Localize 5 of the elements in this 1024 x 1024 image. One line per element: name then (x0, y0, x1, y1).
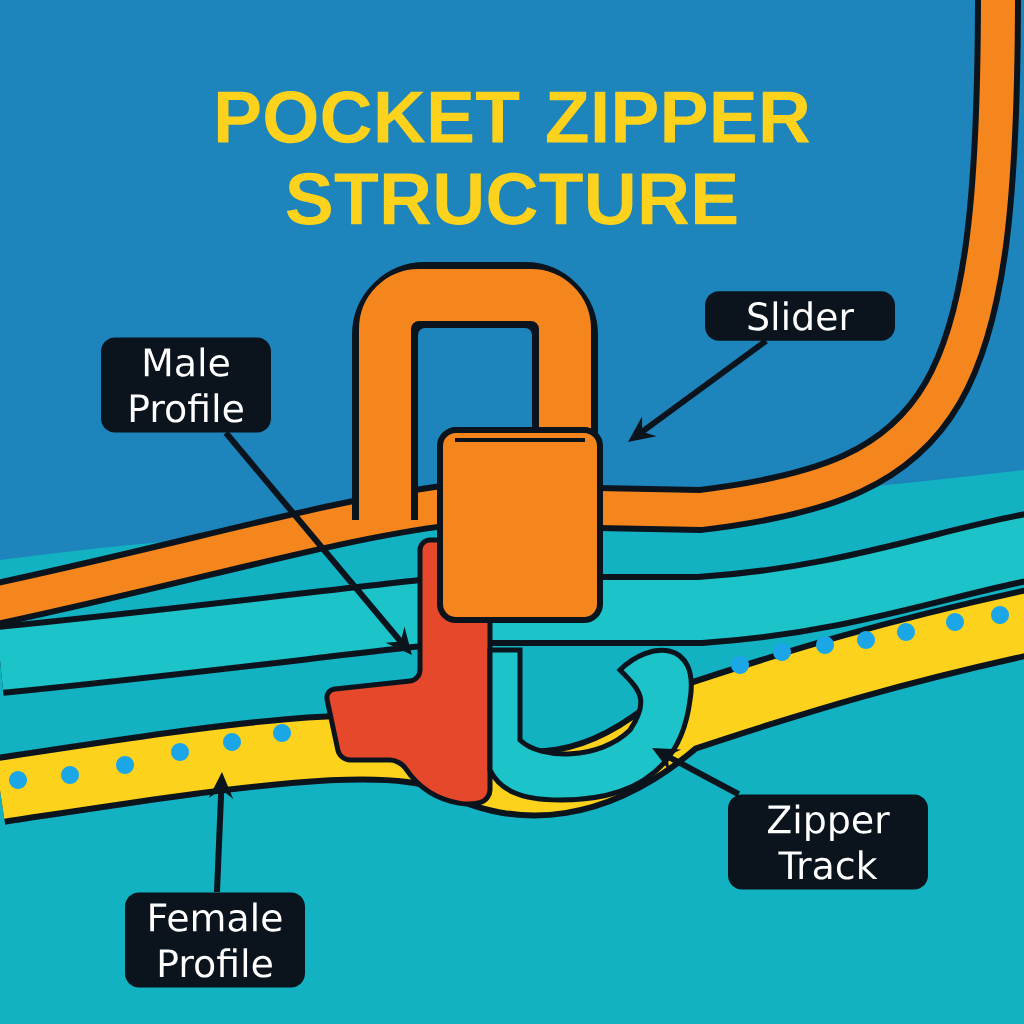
title: POCKET ZIPPER STRUCTURE (217, 91, 810, 225)
callout-label: Female Profile (125, 892, 305, 988)
callout-label: Male Profile (101, 337, 271, 433)
callout-label: Slider (705, 291, 895, 341)
callout-label: Zipper Track (728, 794, 928, 890)
